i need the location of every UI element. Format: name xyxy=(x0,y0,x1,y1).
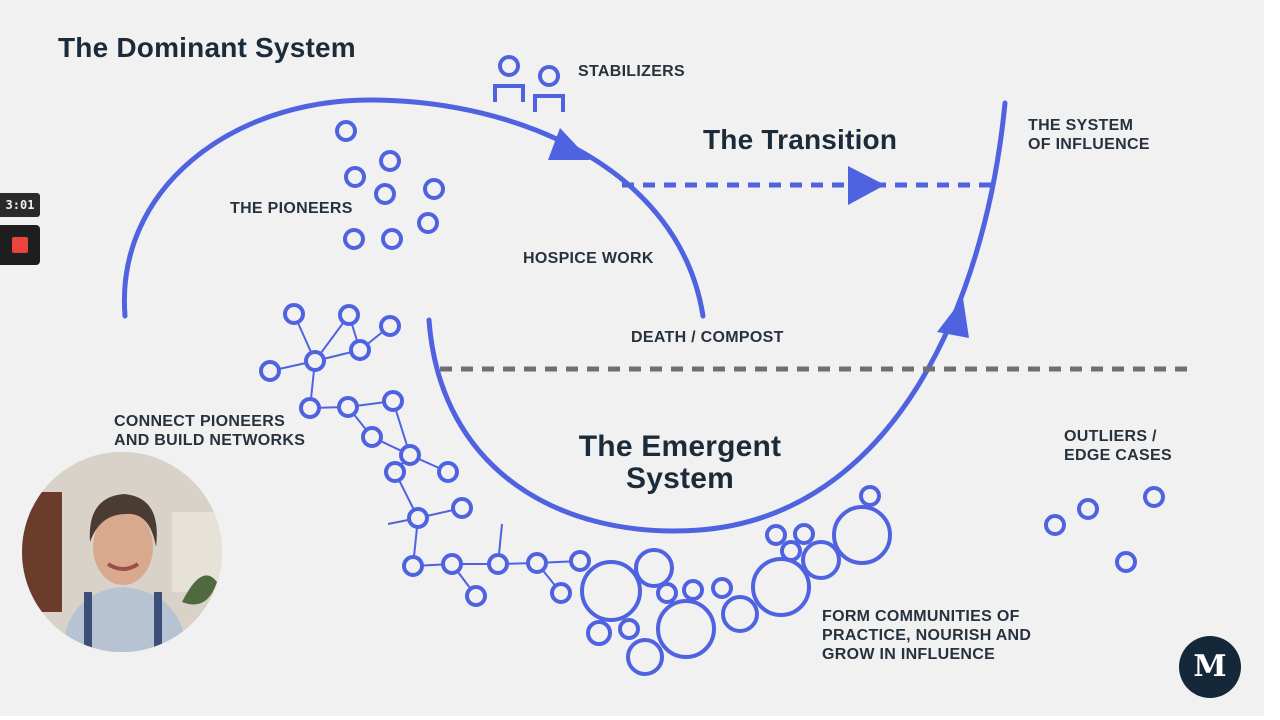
recording-timer: 3:01 xyxy=(0,193,40,217)
stop-recording-button[interactable] xyxy=(0,225,40,265)
presenter-video xyxy=(22,452,222,652)
network-nodes xyxy=(259,303,591,607)
outliers-label: OUTLIERS / EDGE CASES xyxy=(1064,428,1172,464)
connect-pioneers-label: CONNECT PIONEERS AND BUILD NETWORKS xyxy=(114,413,306,449)
pioneers-circles xyxy=(335,120,445,250)
brand-logo: M xyxy=(1179,636,1241,698)
dominant-system-curve xyxy=(121,97,706,319)
hospice-work-label: HOSPICE WORK xyxy=(523,250,654,267)
transition-arrow-icon xyxy=(848,166,885,205)
communities-label: FORM COMMUNITIES OF PRACTICE, NOURISH AN… xyxy=(822,608,1032,663)
emergent-system-curve xyxy=(426,100,1008,534)
transition-title: The Transition xyxy=(703,124,898,155)
community-bubbles xyxy=(580,485,892,676)
pioneers-label: THE PIONEERS xyxy=(230,200,353,217)
emergent-system-title: The Emergent System xyxy=(578,430,782,495)
outlier-circles xyxy=(1044,486,1165,573)
webcam-bubble[interactable] xyxy=(22,452,222,652)
system-of-influence-label: THE SYSTEM OF INFLUENCE xyxy=(1028,117,1150,153)
emergent-arrow-icon xyxy=(937,298,969,338)
stabilizers-icon xyxy=(493,55,565,112)
dominant-arrow-icon xyxy=(548,128,590,160)
death-compost-label: DEATH / COMPOST xyxy=(631,329,784,346)
dominant-system-title: The Dominant System xyxy=(58,32,356,63)
record-stop-icon xyxy=(12,237,28,253)
window-edge xyxy=(1264,0,1280,720)
stabilizers-label: STABILIZERS xyxy=(578,63,686,80)
